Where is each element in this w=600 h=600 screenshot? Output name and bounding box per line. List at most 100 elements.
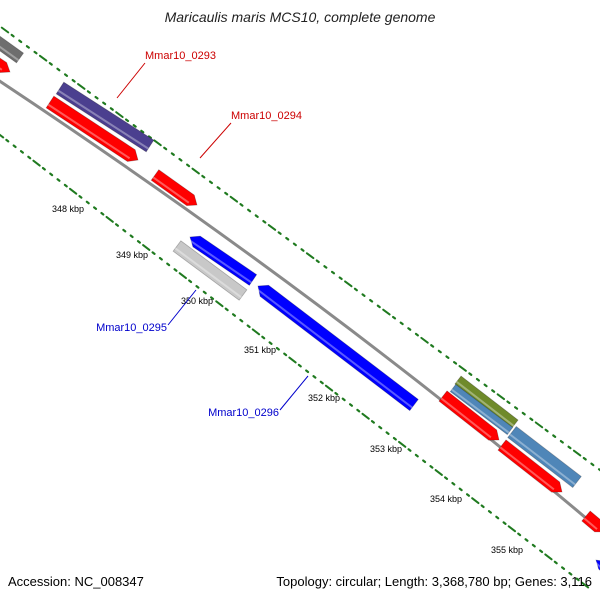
inner-minor-tick xyxy=(378,425,383,430)
inner-major-tick xyxy=(68,187,78,195)
outer-minor-tick xyxy=(178,157,183,162)
accession-text: Accession: NC_008347 xyxy=(8,574,144,589)
outer-minor-tick xyxy=(376,304,381,309)
outer-minor-tick xyxy=(391,315,397,320)
inner-minor-tick xyxy=(41,166,46,171)
feature-steel-b-highlight xyxy=(509,433,576,486)
feature-red-354b xyxy=(497,439,563,493)
outer-minor-tick xyxy=(483,383,488,388)
inner-minor-tick xyxy=(231,313,237,317)
inner-minor-tick xyxy=(122,228,127,233)
feature-steel-b xyxy=(507,425,582,489)
outer-minor-tick xyxy=(323,265,328,269)
outer-major-tick xyxy=(153,139,162,147)
inner-minor-tick xyxy=(261,335,266,340)
outer-minor-tick xyxy=(330,270,336,275)
outer-minor-tick xyxy=(277,231,282,235)
inner-major-tick xyxy=(32,159,41,167)
feature-mmar10-0293 xyxy=(55,81,155,153)
inner-major-tick xyxy=(580,581,590,589)
feature-red-edge-highlight xyxy=(0,67,3,71)
outer-minor-tick xyxy=(597,468,600,472)
scale-label: 354 kbp xyxy=(430,494,462,504)
outer-major-tick xyxy=(458,365,467,372)
gene-label-g296[interactable]: Mmar10_0296 xyxy=(208,407,279,419)
inner-minor-tick xyxy=(480,504,485,509)
outer-major-tick xyxy=(572,449,582,457)
gene-label-g294[interactable]: Mmar10_0294 xyxy=(231,110,302,122)
inner-major-tick xyxy=(0,133,5,139)
outer-minor-tick xyxy=(10,33,15,38)
inner-minor-tick xyxy=(136,240,141,244)
inner-minor-tick xyxy=(568,571,573,576)
feature-steel-a xyxy=(449,383,514,436)
inner-major-tick xyxy=(434,469,443,476)
inner-minor-tick xyxy=(129,234,134,239)
inner-minor-tick xyxy=(246,324,251,329)
scale-label: 353 kbp xyxy=(370,444,402,454)
gene-label-g295[interactable]: Mmar10_0295 xyxy=(96,322,167,334)
inner-major-tick xyxy=(251,328,261,336)
outer-major-tick xyxy=(496,393,506,401)
inner-major-tick xyxy=(544,553,553,561)
feature-blue-355-highlight xyxy=(593,560,600,568)
gene-leader-line xyxy=(116,62,146,99)
scale-label: 355 kbp xyxy=(491,545,523,555)
inner-minor-tick xyxy=(348,403,354,407)
inner-minor-tick xyxy=(561,566,566,570)
inner-minor-tick xyxy=(210,296,215,300)
inner-minor-tick xyxy=(487,510,492,514)
outer-minor-tick xyxy=(514,406,519,410)
gene-leader-line xyxy=(279,375,309,411)
feature-red-0293-highlight xyxy=(47,103,131,160)
feature-red-0293 xyxy=(45,95,139,162)
inner-minor-tick xyxy=(27,155,32,160)
outer-minor-tick xyxy=(186,163,191,168)
feature-red-355-highlight xyxy=(583,517,598,530)
feature-darkgray-edge xyxy=(0,35,25,64)
outer-minor-tick xyxy=(521,411,526,416)
outer-minor-tick xyxy=(430,344,435,348)
inner-minor-tick xyxy=(305,369,310,374)
outer-minor-tick xyxy=(475,377,481,382)
feature-red-354a xyxy=(438,390,500,441)
outer-minor-tick xyxy=(544,428,549,433)
inner-minor-tick xyxy=(531,543,536,548)
inner-minor-tick xyxy=(151,251,156,255)
feature-mmar10-0293-highlight xyxy=(57,89,149,150)
inner-minor-tick xyxy=(553,560,558,565)
feature-mmar10-0296 xyxy=(257,284,419,412)
outer-minor-tick xyxy=(33,50,38,55)
gene-leader-line xyxy=(199,122,232,159)
inner-minor-tick xyxy=(268,341,273,345)
inner-minor-tick xyxy=(5,138,10,143)
outer-minor-tick xyxy=(452,361,458,365)
outer-minor-tick xyxy=(399,321,404,326)
inner-major-tick xyxy=(105,215,114,223)
feature-mmar10-0295 xyxy=(172,240,248,301)
outer-minor-tick xyxy=(529,417,534,422)
outer-major-tick xyxy=(0,26,10,34)
inner-minor-tick xyxy=(297,363,302,368)
outer-minor-tick xyxy=(369,298,374,303)
outer-minor-tick xyxy=(94,95,99,100)
feature-steel-a-highlight xyxy=(451,388,510,434)
outer-minor-tick xyxy=(491,389,496,393)
outer-minor-tick xyxy=(582,456,587,461)
inner-minor-tick xyxy=(166,262,171,267)
scale-label: 348 kbp xyxy=(52,204,84,214)
inner-minor-tick xyxy=(370,420,375,424)
inner-minor-tick xyxy=(100,211,105,216)
inner-minor-tick xyxy=(407,448,412,452)
inner-minor-tick xyxy=(63,183,68,188)
inner-minor-tick xyxy=(19,150,24,154)
feature-mmar10-0296-highlight xyxy=(255,287,413,409)
outer-minor-tick xyxy=(109,107,114,111)
outer-major-tick xyxy=(115,111,124,118)
inner-minor-tick xyxy=(539,549,544,554)
outer-minor-tick xyxy=(124,118,130,123)
inner-minor-tick xyxy=(85,200,90,205)
gene-label-g293[interactable]: Mmar10_0293 xyxy=(145,50,216,62)
